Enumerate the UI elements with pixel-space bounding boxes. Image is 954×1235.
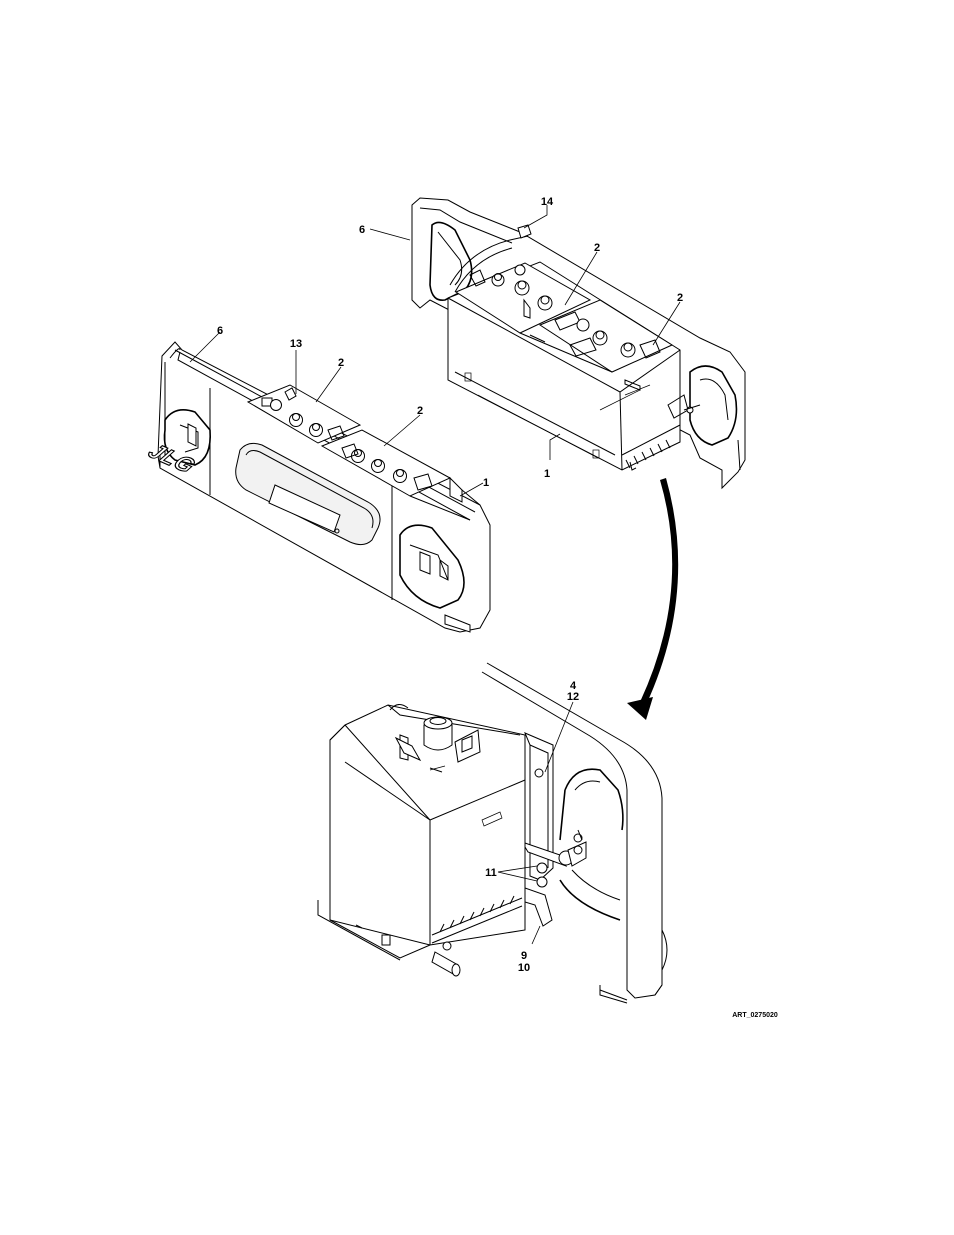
callout-6-left: 6 (217, 325, 223, 337)
battery-box-open-view (412, 198, 745, 488)
callout-2-left-a: 2 (338, 357, 344, 369)
battery-box-closed-view: JLG (143, 342, 490, 632)
callout-1-top: 1 (544, 468, 550, 480)
detail-arrow (627, 478, 678, 720)
callout-14: 14 (541, 196, 554, 208)
callout-9: 9 (521, 950, 527, 962)
callout-2-top-b: 2 (677, 292, 683, 304)
detail-view (318, 663, 667, 1003)
callout-6-top: 6 (359, 224, 365, 236)
callout-12: 12 (567, 691, 579, 703)
callout-2-left-b: 2 (417, 405, 423, 417)
callout-10: 10 (518, 962, 530, 974)
callout-13: 13 (290, 338, 302, 350)
art-reference: ART_0275020 (732, 1012, 778, 1019)
callout-2-top-a: 2 (594, 242, 600, 254)
callout-1-left: 1 (483, 477, 489, 489)
callout-11: 11 (485, 867, 497, 879)
